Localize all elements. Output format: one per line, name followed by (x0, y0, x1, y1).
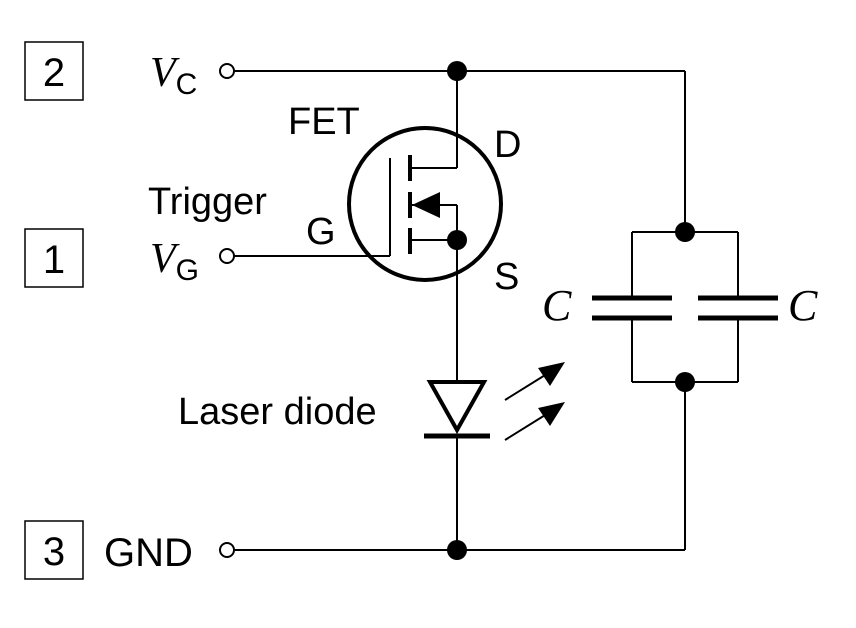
drain-label: D (494, 124, 521, 166)
junction-dots (447, 61, 695, 560)
gate-label: G (306, 211, 336, 253)
emission-arrow-icon (504, 362, 565, 401)
trigger-label: Trigger (148, 181, 267, 223)
laser-diode-symbol (424, 362, 565, 441)
diode-triangle (426, 380, 488, 435)
vc-terminal (219, 63, 235, 79)
pin-2-number: 2 (43, 51, 65, 95)
pin-3-number: 3 (43, 530, 65, 574)
capacitor-right (698, 295, 778, 321)
pin-1-number: 1 (43, 238, 65, 282)
fet-symbol (347, 126, 503, 282)
capacitor-right-label: C (788, 281, 818, 330)
pin-3-box: 3 (24, 520, 84, 580)
fet-arrow-icon (412, 192, 440, 218)
capacitor-left (592, 295, 672, 321)
fet-circle (347, 126, 503, 282)
pin-2-box: 2 (24, 41, 84, 101)
gnd-label: GND (104, 531, 193, 575)
junction-dot (447, 230, 467, 250)
vg-terminal (219, 248, 235, 264)
junction-dot (447, 61, 467, 81)
junction-dot (447, 540, 467, 560)
fet-label: FET (288, 101, 360, 143)
vg-label: VG (150, 236, 199, 287)
pin-1-box: 1 (24, 228, 84, 288)
vc-label: VC (150, 50, 197, 101)
gnd-terminal (219, 542, 235, 558)
source-label: S (494, 256, 519, 298)
junction-dot (675, 222, 695, 242)
capacitor-left-label: C (542, 281, 572, 330)
emission-arrow-icon (504, 402, 565, 441)
laser-diode-label: Laser diode (178, 391, 377, 433)
junction-dot (675, 372, 695, 392)
